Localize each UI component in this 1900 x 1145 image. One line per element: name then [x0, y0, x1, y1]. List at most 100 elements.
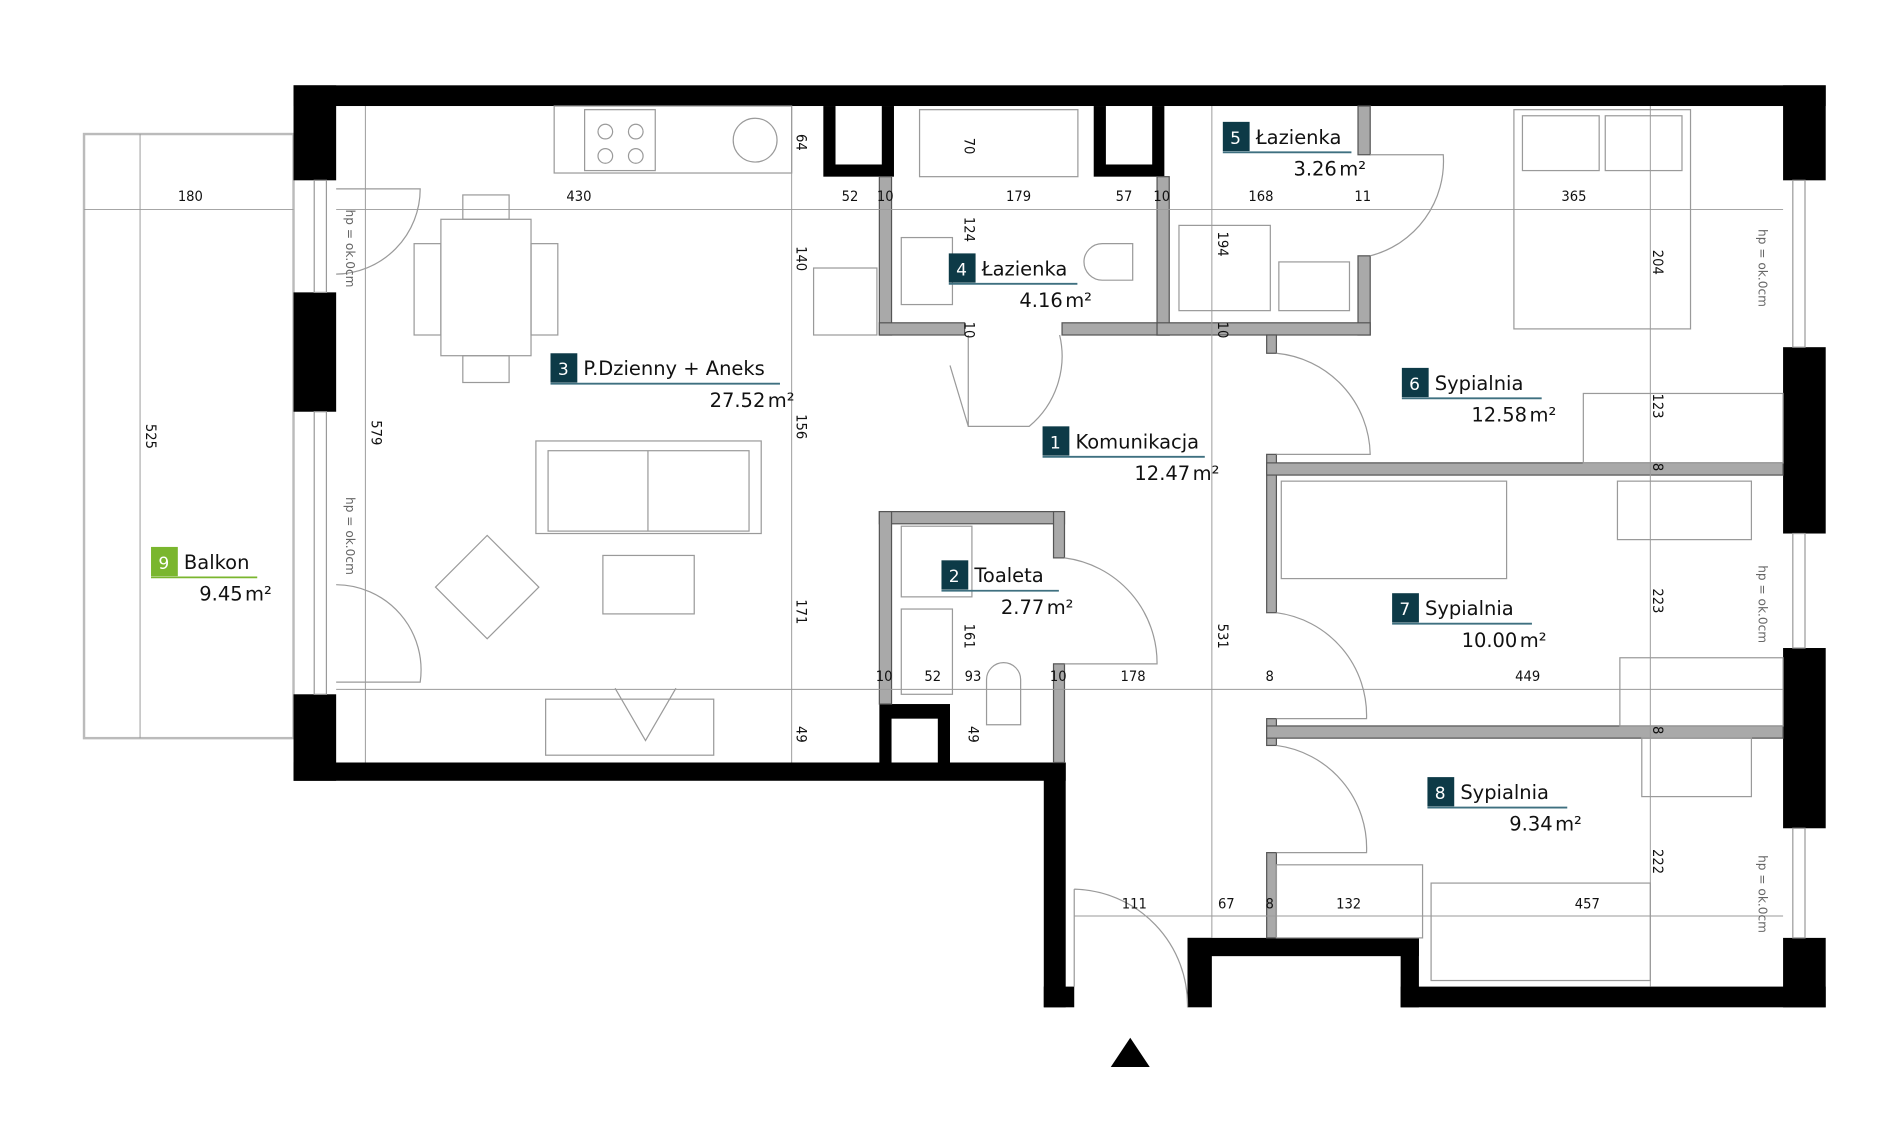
window-height-labels: hp = ok.0cm hp = ok.0cm hp = ok.0cm hp =…	[343, 210, 1770, 933]
dim-label: 222	[1649, 849, 1666, 874]
dim-label: 168	[1248, 188, 1273, 205]
dim-label: 8	[1265, 896, 1273, 913]
dim-label: 64	[793, 134, 810, 151]
window-height-label: hp = ok.0cm	[1756, 229, 1770, 307]
room-area-unit: m²	[1065, 289, 1092, 312]
room-name: Łazienka	[981, 257, 1068, 280]
room-number-badge	[1392, 593, 1419, 623]
interior-walls	[878, 105, 1784, 939]
room-number-badge	[1042, 426, 1070, 456]
dim-label: 10	[1050, 668, 1067, 685]
dim-label: 93	[965, 668, 982, 685]
room-area-unit: m²	[245, 583, 272, 606]
dim-label: 140	[793, 246, 810, 271]
room-name: P.Dzienny + Aneks	[583, 357, 764, 380]
dim-label: 67	[1218, 896, 1235, 913]
room-number-badge	[550, 353, 578, 383]
dim-label: 124	[961, 217, 978, 242]
dimension-labels: 180 430 52 10 179 57 10 168 11 365 64 70…	[142, 134, 1666, 913]
window-height-label: hp = ok.0cm	[1756, 565, 1770, 643]
room-area: 12.47	[1134, 462, 1190, 485]
room-area: 10.00	[1462, 629, 1518, 652]
dim-label: 57	[1116, 188, 1133, 205]
dim-label: 161	[961, 624, 978, 649]
dim-label: 10	[877, 188, 894, 205]
room-area: 2.77	[1001, 596, 1044, 619]
dim-label: 132	[1336, 896, 1361, 913]
room-number: 7	[1399, 600, 1410, 620]
room-number: 5	[1230, 129, 1241, 149]
dim-label: 10	[1214, 322, 1231, 339]
room-area-unit: m²	[768, 389, 795, 412]
room-area: 12.58	[1471, 403, 1527, 426]
room-number: 9	[158, 554, 169, 574]
room-name: Balkon	[184, 551, 250, 574]
room-area-unit: m²	[1530, 403, 1557, 426]
balcony	[82, 132, 295, 740]
dim-label: 111	[1122, 896, 1147, 913]
dim-label: 204	[1649, 250, 1666, 275]
entrance-arrow-icon	[1110, 1037, 1150, 1067]
dim-label: 123	[1649, 393, 1666, 418]
dim-label: 156	[793, 414, 810, 439]
room-area-unit: m²	[1520, 629, 1547, 652]
room-number: 6	[1409, 375, 1420, 395]
room-area: 3.26	[1293, 157, 1336, 180]
room-number: 3	[558, 360, 569, 380]
room-name: Toaleta	[973, 564, 1043, 587]
room-name: Łazienka	[1255, 126, 1342, 149]
room-area: 9.34	[1509, 813, 1552, 836]
dimension-lines	[336, 106, 1784, 987]
dim-label: 49	[793, 726, 810, 743]
room-number-badge	[1401, 367, 1429, 398]
room-area-unit: m²	[1193, 462, 1220, 485]
room-number: 1	[1050, 433, 1061, 453]
room-name: Sypialnia	[1460, 781, 1549, 804]
dim-label: 10	[876, 668, 893, 685]
window-height-label: hp = ok.0cm	[343, 210, 357, 288]
dim-label: 223	[1649, 588, 1666, 613]
dim-label: 49	[964, 726, 981, 743]
room-number-badge	[948, 253, 976, 283]
dim-label: 194	[1214, 231, 1231, 256]
room-number: 2	[949, 567, 960, 587]
room-number-badge	[941, 560, 969, 590]
dim-label: 70	[961, 138, 978, 155]
dim-label: 449	[1515, 668, 1540, 685]
dim-label: 52	[924, 668, 941, 685]
room-number-badge	[151, 546, 178, 577]
room-area: 9.45	[199, 583, 242, 606]
room-number-badge	[1222, 121, 1250, 152]
dim-label: 8	[1265, 668, 1273, 685]
exterior-walls	[293, 85, 1826, 1008]
window-height-label: hp = ok.0cm	[1756, 855, 1770, 933]
dim-label: 8	[1649, 726, 1666, 734]
dim-label: 430	[566, 188, 591, 205]
room-area-unit: m²	[1339, 157, 1366, 180]
dim-label: 10	[961, 322, 978, 339]
dim-label: 8	[1649, 463, 1666, 471]
room-name: Sypialnia	[1425, 597, 1514, 620]
dim-label: 179	[1006, 188, 1031, 205]
dim-label: 10	[1153, 188, 1170, 205]
room-name: Sypialnia	[1435, 372, 1524, 395]
dim-label: 178	[1121, 668, 1146, 685]
dim-label: 11	[1354, 188, 1371, 205]
room-number: 4	[956, 260, 967, 280]
room-number-badge	[1427, 777, 1455, 807]
room-area: 4.16	[1019, 289, 1062, 312]
dim-label: 180	[178, 188, 203, 205]
windows	[313, 179, 1806, 939]
room-area: 27.52	[710, 389, 766, 412]
dim-label: 171	[793, 599, 810, 624]
room-area-unit: m²	[1047, 596, 1074, 619]
